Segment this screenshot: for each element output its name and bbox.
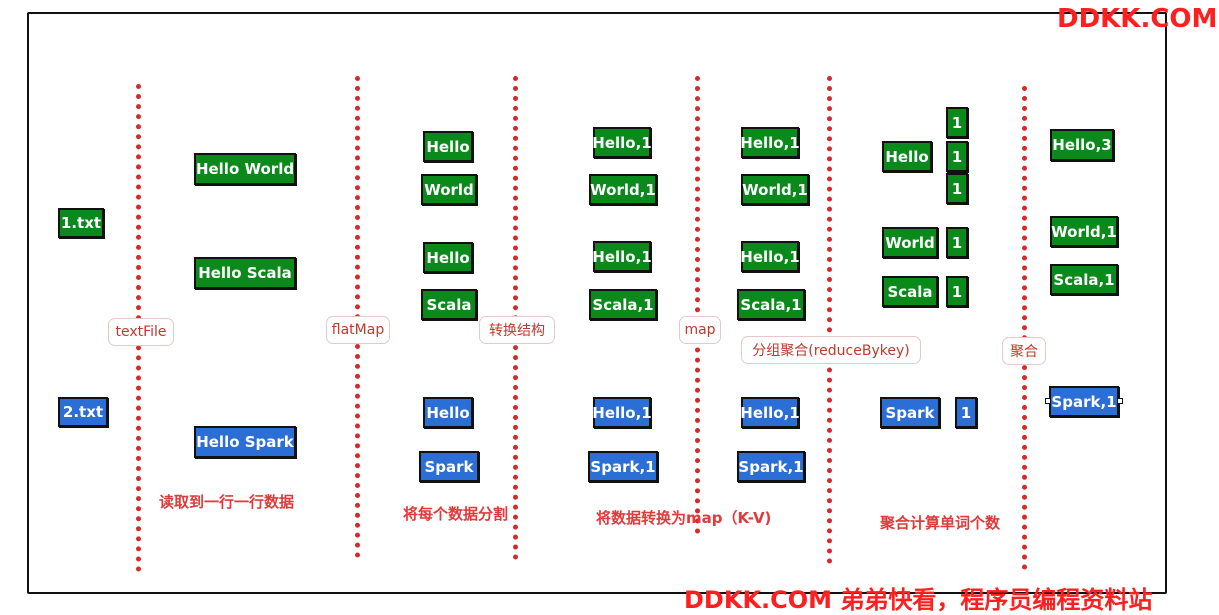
word-box: Hello <box>423 242 473 273</box>
note-count: 聚合计算单词个数 <box>880 514 1001 532</box>
word-box: Spark <box>419 451 479 482</box>
result-box: Hello,3 <box>1050 129 1114 161</box>
pair-box: World,1 <box>589 174 657 205</box>
mapped-box: World,1 <box>741 174 809 205</box>
mapped-box: Spark,1 <box>737 451 805 482</box>
pair-box: Hello,1 <box>592 241 652 272</box>
diagram-frame <box>27 12 1167 594</box>
group-value-box: 1 <box>955 397 977 428</box>
file-1-box: 1.txt <box>58 208 104 238</box>
word-box: Hello <box>423 131 473 162</box>
result-box: Scala,1 <box>1050 264 1118 295</box>
result-box-selected[interactable]: Spark,1 <box>1049 386 1119 417</box>
word-box: World <box>421 174 477 205</box>
line-box: Hello Scala <box>194 257 296 289</box>
pair-box: Spark,1 <box>588 451 658 482</box>
separator-line <box>695 76 700 534</box>
word-box: Scala <box>421 289 477 320</box>
note-read: 读取到一行一行数据 <box>159 493 295 511</box>
group-value-box: 1 <box>946 173 968 204</box>
group-value-box: 1 <box>946 107 968 138</box>
group-key-box: Spark <box>880 397 940 428</box>
group-key-box: Scala <box>882 276 938 307</box>
op-label-flatmap: flatMap <box>326 316 390 344</box>
op-label-map: map <box>679 316 721 344</box>
group-value-box: 1 <box>946 227 968 258</box>
pair-box: Hello,1 <box>592 127 652 158</box>
pair-box: Hello,1 <box>592 397 652 428</box>
word-box: Hello <box>423 397 473 428</box>
mapped-box: Scala,1 <box>737 289 805 320</box>
resize-handle[interactable] <box>1045 398 1051 404</box>
group-value-box: 1 <box>946 276 968 307</box>
separator-line <box>1022 86 1027 570</box>
resize-handle[interactable] <box>1117 398 1123 404</box>
note-to-map: 将数据转换为map（K-V) <box>596 509 772 527</box>
watermark-top: DDKK.COM <box>1057 4 1218 34</box>
file-2-box: 2.txt <box>58 397 108 427</box>
line-box: Hello World <box>194 153 296 185</box>
watermark-bottom: DDKK.COM 弟弟快看，程序员编程资料站 <box>684 586 1153 614</box>
op-label-transform: 转换结构 <box>479 316 555 344</box>
pair-box: Scala,1 <box>589 289 657 320</box>
op-label-textfile: textFile <box>108 318 174 346</box>
group-key-box: Hello <box>882 141 932 172</box>
note-split: 将每个数据分割 <box>403 505 509 523</box>
mapped-box: Hello,1 <box>740 127 800 158</box>
op-label-group-reduce: 分组聚合(reduceBykey) <box>741 336 921 364</box>
group-key-box: World <box>882 227 938 258</box>
line-box: Hello Spark <box>194 426 296 458</box>
separator-line <box>827 76 832 564</box>
mapped-box: Hello,1 <box>740 241 800 272</box>
result-box: World,1 <box>1050 216 1118 247</box>
op-label-aggregate: 聚合 <box>1002 337 1046 365</box>
mapped-box: Hello,1 <box>740 397 800 428</box>
group-value-box: 1 <box>946 141 968 172</box>
